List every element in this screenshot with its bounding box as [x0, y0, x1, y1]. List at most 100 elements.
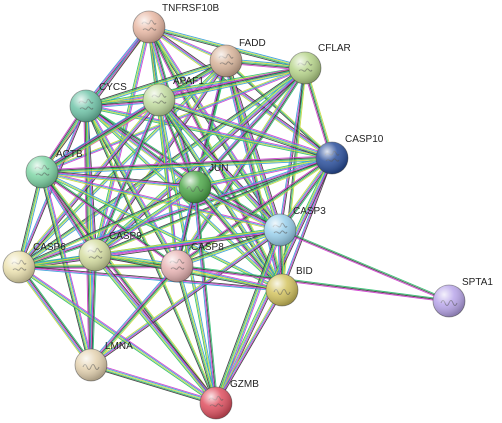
node-highlight — [26, 156, 58, 188]
edge-line — [93, 255, 216, 404]
edge-line — [178, 265, 219, 403]
edge-line — [19, 187, 196, 269]
edge-line — [177, 265, 217, 403]
edge-line — [19, 266, 93, 365]
edge-line — [42, 159, 333, 175]
edge-line — [85, 26, 150, 107]
edge-line — [176, 266, 282, 292]
node-label: LMNA — [105, 341, 133, 352]
edge-CASP8-BID — [176, 264, 283, 292]
node-casp3[interactable]: CASP3 — [263, 206, 326, 247]
edge-line — [177, 231, 281, 269]
node-cflar[interactable]: CFLAR — [288, 43, 351, 85]
edge-line — [89, 265, 177, 365]
edge-line — [176, 67, 306, 267]
edge-line — [86, 105, 333, 158]
edge-line — [42, 169, 196, 186]
edge-line — [40, 97, 159, 171]
edge-ACTB-JUN — [41, 169, 196, 190]
node-lmna[interactable]: LMNA — [74, 341, 133, 382]
edge-line — [96, 100, 161, 256]
edge-line — [84, 26, 149, 106]
edge-line — [158, 67, 306, 101]
node-bid[interactable]: BID — [265, 266, 313, 307]
edge-CFLAR-APAF1 — [158, 65, 306, 103]
node-label: CYCS — [99, 82, 127, 93]
edge-JUN-CASP6 — [18, 185, 196, 269]
edge-line — [94, 157, 333, 256]
edge-line — [92, 256, 215, 405]
edge-line — [215, 229, 281, 404]
edge-line — [158, 101, 332, 161]
edge-line — [19, 159, 333, 270]
node-label: CASP8 — [191, 242, 224, 253]
edge-line — [41, 157, 333, 173]
node-gzmb[interactable]: GZMB — [199, 379, 259, 420]
node-apaf1[interactable]: APAF1 — [142, 76, 204, 117]
edge-line — [90, 366, 216, 406]
edge-APAF1-CASP10 — [158, 97, 333, 161]
node-label: SPTA1 — [462, 277, 493, 288]
node-spta1[interactable]: SPTA1 — [432, 277, 493, 318]
edge-line — [17, 267, 91, 366]
edge-line — [177, 159, 334, 268]
edge-line — [40, 172, 95, 256]
edge-line — [96, 253, 219, 402]
edge-line — [83, 25, 148, 105]
node-highlight — [179, 171, 211, 203]
edge-line — [94, 186, 195, 255]
node-label: APAF1 — [173, 76, 204, 87]
node-jun[interactable]: JUN — [178, 163, 228, 204]
node-casp9[interactable]: CASP9 — [78, 231, 142, 272]
node-casp6[interactable]: CASP6 — [2, 242, 66, 284]
edge-line — [157, 100, 216, 404]
edge-APAF1-GZMB — [157, 99, 218, 404]
edge-CASP9-LMNA — [88, 254, 98, 366]
node-highlight — [75, 349, 107, 381]
node-casp10[interactable]: CASP10 — [315, 134, 384, 175]
node-casp8[interactable]: CASP8 — [160, 242, 224, 283]
edge-line — [42, 170, 283, 290]
node-highlight — [70, 90, 102, 122]
edge-line — [85, 106, 332, 159]
node-label: BID — [296, 266, 313, 277]
edge-line — [90, 364, 217, 404]
edge-line — [42, 101, 161, 175]
edge-LMNA-GZMB — [90, 362, 217, 406]
edge-line — [19, 265, 283, 290]
edge-CASP8-SPTA1 — [176, 264, 450, 303]
edge-line — [176, 265, 450, 302]
node-label: CFLAR — [318, 43, 351, 54]
edge-line — [177, 264, 283, 290]
edge-line — [42, 170, 218, 403]
edge-line — [177, 158, 333, 267]
edge-line — [194, 187, 216, 404]
edge-line — [42, 171, 196, 187]
edge-line — [19, 158, 333, 268]
edge-line — [41, 155, 332, 171]
edge-CASP3-GZMB — [213, 229, 283, 404]
edge-line — [39, 172, 94, 257]
edge-line — [95, 254, 218, 403]
edge-line — [18, 266, 92, 366]
node-tnfrsf10b[interactable]: TNFRSF10B — [132, 3, 220, 44]
edge-CYCS-CASP10 — [85, 103, 333, 161]
edge-line — [158, 99, 333, 159]
edge-CASP10-ACTB — [41, 155, 333, 175]
edge-line — [213, 229, 279, 403]
edge-line — [175, 156, 332, 265]
node-cycs[interactable]: CYCS — [69, 82, 127, 123]
edge-line — [159, 98, 333, 158]
node-fadd[interactable]: FADD — [209, 38, 266, 78]
node-highlight — [3, 251, 35, 283]
node-actb[interactable]: ACTB — [25, 149, 83, 189]
edge-line — [159, 68, 306, 102]
edge-line — [176, 266, 449, 303]
edge-line — [19, 231, 281, 270]
edge-line — [92, 267, 180, 367]
edge-line — [18, 266, 283, 291]
node-highlight — [433, 285, 465, 317]
edge-line — [192, 187, 215, 404]
edge-line — [91, 266, 179, 366]
